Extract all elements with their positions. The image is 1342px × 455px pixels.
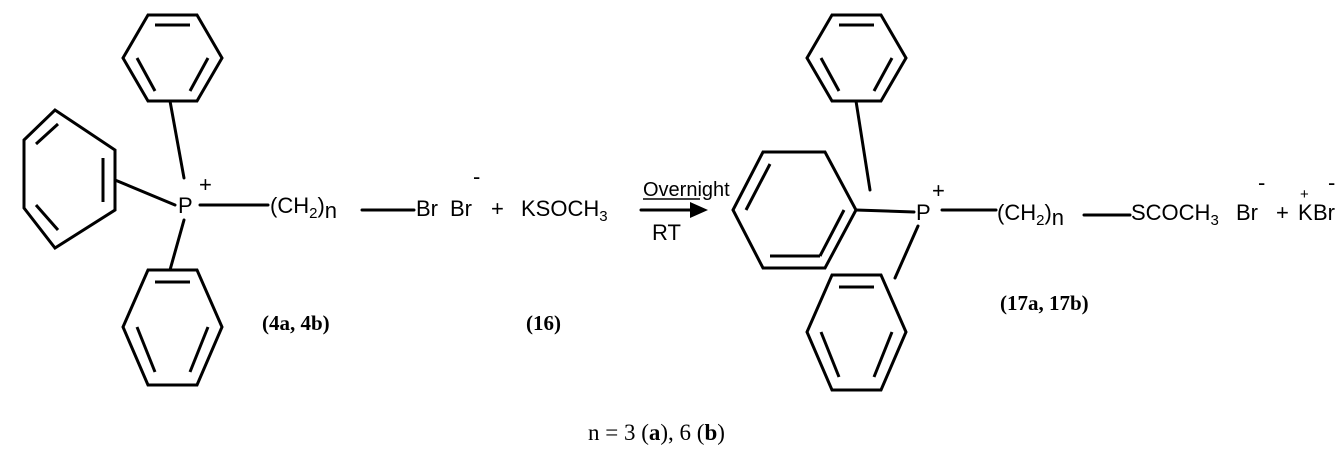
bromide-counterion: Br	[450, 196, 472, 221]
product-potassium-bromide: K + Br -	[1298, 170, 1335, 225]
thioacetate-formula: KSOCH3	[521, 196, 608, 225]
bromide-charge: -	[1258, 170, 1265, 195]
phenyl-ring-top	[805, 13, 908, 103]
bond-p-top	[854, 99, 872, 192]
compound-label-16: (16)	[526, 311, 561, 335]
reaction-arrow: Overnight RT	[639, 179, 730, 245]
potassium-cation: K	[1298, 200, 1313, 225]
potassium-charge: +	[1300, 186, 1309, 203]
phenyl-ring-bottom	[121, 268, 224, 387]
thioacetate-group: SCOCH3	[1131, 200, 1219, 229]
phenyl-ring-left	[22, 108, 117, 250]
arrow-label-time: Overnight	[643, 179, 730, 201]
compound-label-17: (17a, 17b)	[1000, 291, 1089, 315]
bond-p-bottom	[168, 218, 186, 272]
bromide-anion: Br	[1313, 200, 1335, 225]
plus-sign-products: +	[1276, 200, 1289, 225]
phosphorus-atom: P	[178, 193, 193, 218]
plus-sign-reactants: +	[491, 196, 504, 221]
phosphonium-charge: +	[199, 172, 212, 197]
bromide-anion-charge: -	[1328, 170, 1335, 195]
methylene-chain: (CH2)n	[270, 193, 337, 223]
terminal-bromine: Br	[416, 196, 438, 221]
phosphorus-atom: P	[916, 200, 931, 225]
phenyl-ring-left	[731, 150, 858, 270]
phenyl-ring-bottom	[805, 273, 908, 392]
methylene-chain: (CH2)n	[997, 200, 1064, 230]
bond-p-top	[168, 99, 186, 180]
bromide-charge: -	[473, 164, 480, 189]
arrow-head	[690, 202, 708, 218]
arrow-label-temperature: RT	[652, 220, 681, 245]
chain-length-footnote: n = 3 (a), 6 (b)	[588, 420, 725, 445]
bromide-counterion: Br	[1236, 200, 1258, 225]
phosphonium-charge: +	[932, 178, 945, 203]
phenyl-ring-top	[121, 13, 224, 103]
product-phosphonium-thioacetate: P + (CH2)n SCOCH3 Br - (17a, 17b)	[731, 13, 1265, 392]
bond-p-left	[113, 178, 177, 207]
reactant-potassium-thioacetate: KSOCH3 (16)	[521, 196, 608, 335]
compound-label-4: (4a, 4b)	[262, 311, 330, 335]
bond-p-bottom	[893, 224, 920, 280]
reactant-phosphonium-bromide: P + (CH2)n Br Br - (4a, 4b)	[22, 13, 480, 387]
bond-p-left	[854, 208, 916, 214]
